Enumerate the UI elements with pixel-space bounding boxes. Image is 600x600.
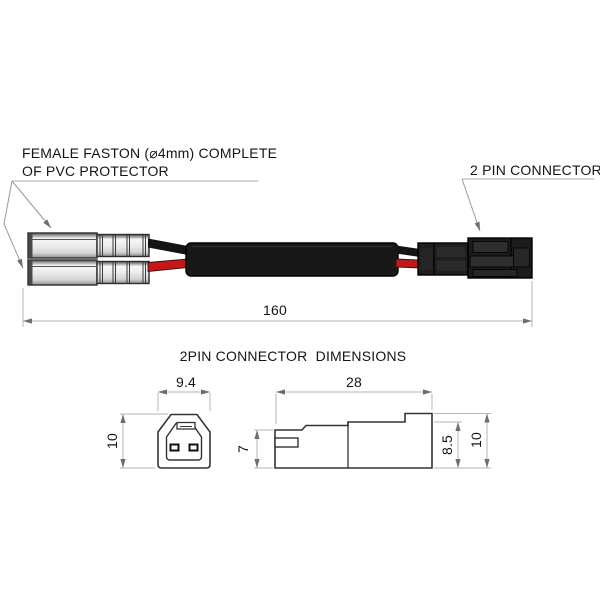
connector-side-view: 28 7 8.5 10 — [235, 374, 491, 469]
faston-label-line2: OF PVC PROTECTOR — [22, 163, 169, 179]
faston-label: FEMALE FASTON (⌀4mm) COMPLETE OF PVC PRO… — [3, 145, 277, 269]
pvc-sleeve — [185, 242, 399, 277]
red-wire-left — [147, 258, 189, 272]
faston-leader-top — [11, 180, 52, 229]
black-wire-left — [148, 238, 188, 255]
dim-side-length-label: 28 — [346, 374, 362, 390]
terminal-tab — [274, 437, 299, 448]
pin-connector-leader — [461, 178, 481, 232]
dim-front-height-label: 10 — [104, 433, 120, 449]
pin-connector-label-text: 2 PIN CONNECTOR — [470, 162, 600, 178]
dim-side-body-height-label: 8.5 — [439, 435, 455, 455]
faston-end-cap — [28, 260, 33, 285]
connector-front-view: 9.4 10 — [104, 374, 211, 469]
two-pin-connector — [417, 237, 533, 279]
dim-front-width-label: 9.4 — [176, 374, 196, 390]
black-wire-right — [396, 245, 420, 257]
faston-pvc-ribs — [96, 233, 150, 258]
dimension-overall-length: 160 — [22, 281, 533, 327]
faston-leader-bottom — [3, 180, 24, 269]
pin-connector-label: 2 PIN CONNECTOR — [461, 162, 600, 232]
dim-side-total-height-label: 10 — [468, 432, 484, 448]
pin-hole-left — [169, 443, 180, 452]
red-wire-right — [395, 258, 421, 269]
dim-side-front-height-label: 7 — [235, 445, 251, 453]
dim-160-label: 160 — [263, 302, 287, 318]
latch-slot — [176, 421, 196, 430]
faston-pvc-ribs — [96, 260, 150, 285]
faston-connector-bottom — [27, 259, 150, 286]
faston-end-cap — [28, 233, 33, 258]
dimensions-section-title: 2PIN CONNECTOR DIMENSIONS — [180, 348, 407, 364]
faston-connector-top — [27, 232, 150, 259]
faston-label-line1: FEMALE FASTON (⌀4mm) COMPLETE — [22, 145, 277, 161]
pin-hole-right — [188, 443, 199, 452]
